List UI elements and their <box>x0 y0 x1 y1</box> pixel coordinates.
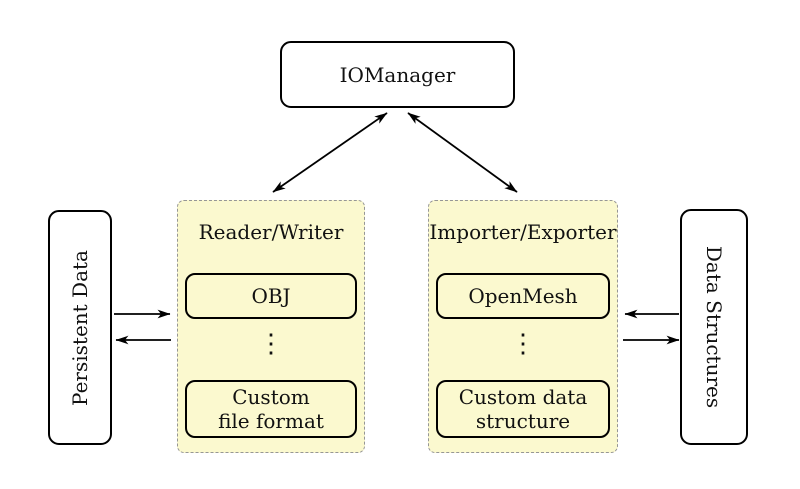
iomanager-node: IOManager <box>280 41 515 108</box>
ellipsis-right: ⋮ <box>510 329 536 359</box>
ellipsis-left: ⋮ <box>258 329 284 359</box>
openmesh-node: OpenMesh <box>436 273 610 319</box>
reader-writer-group: Reader/Writer OBJ ⋮ Custom file format <box>177 200 365 453</box>
persistent-data-label: Persistent Data <box>68 249 93 406</box>
data-structures-label: Data Structures <box>702 245 726 409</box>
custom-data-structure-line2: structure <box>475 409 571 433</box>
arrow-iomanager-readerwriter <box>272 112 388 193</box>
custom-data-structure-line1: Custom data <box>458 385 588 409</box>
reader-writer-group-title: Reader/Writer <box>198 220 344 244</box>
openmesh-label: OpenMesh <box>468 284 578 308</box>
importer-exporter-group: Importer/Exporter OpenMesh ⋮ Custom data… <box>428 200 618 453</box>
importer-exporter-group-title: Importer/Exporter <box>429 220 617 244</box>
iomanager-label: IOManager <box>339 62 456 87</box>
persistent-data-node: Persistent Data <box>48 210 112 445</box>
custom-file-format-line1: Custom <box>232 385 310 409</box>
data-structures-node: Data Structures <box>680 209 748 445</box>
obj-node: OBJ <box>185 273 357 319</box>
custom-file-format-node: Custom file format <box>185 380 357 438</box>
custom-file-format-line2: file format <box>218 409 324 433</box>
arrow-iomanager-importerexporter <box>407 112 518 193</box>
custom-data-structure-node: Custom data structure <box>436 380 610 438</box>
obj-label: OBJ <box>251 284 291 308</box>
